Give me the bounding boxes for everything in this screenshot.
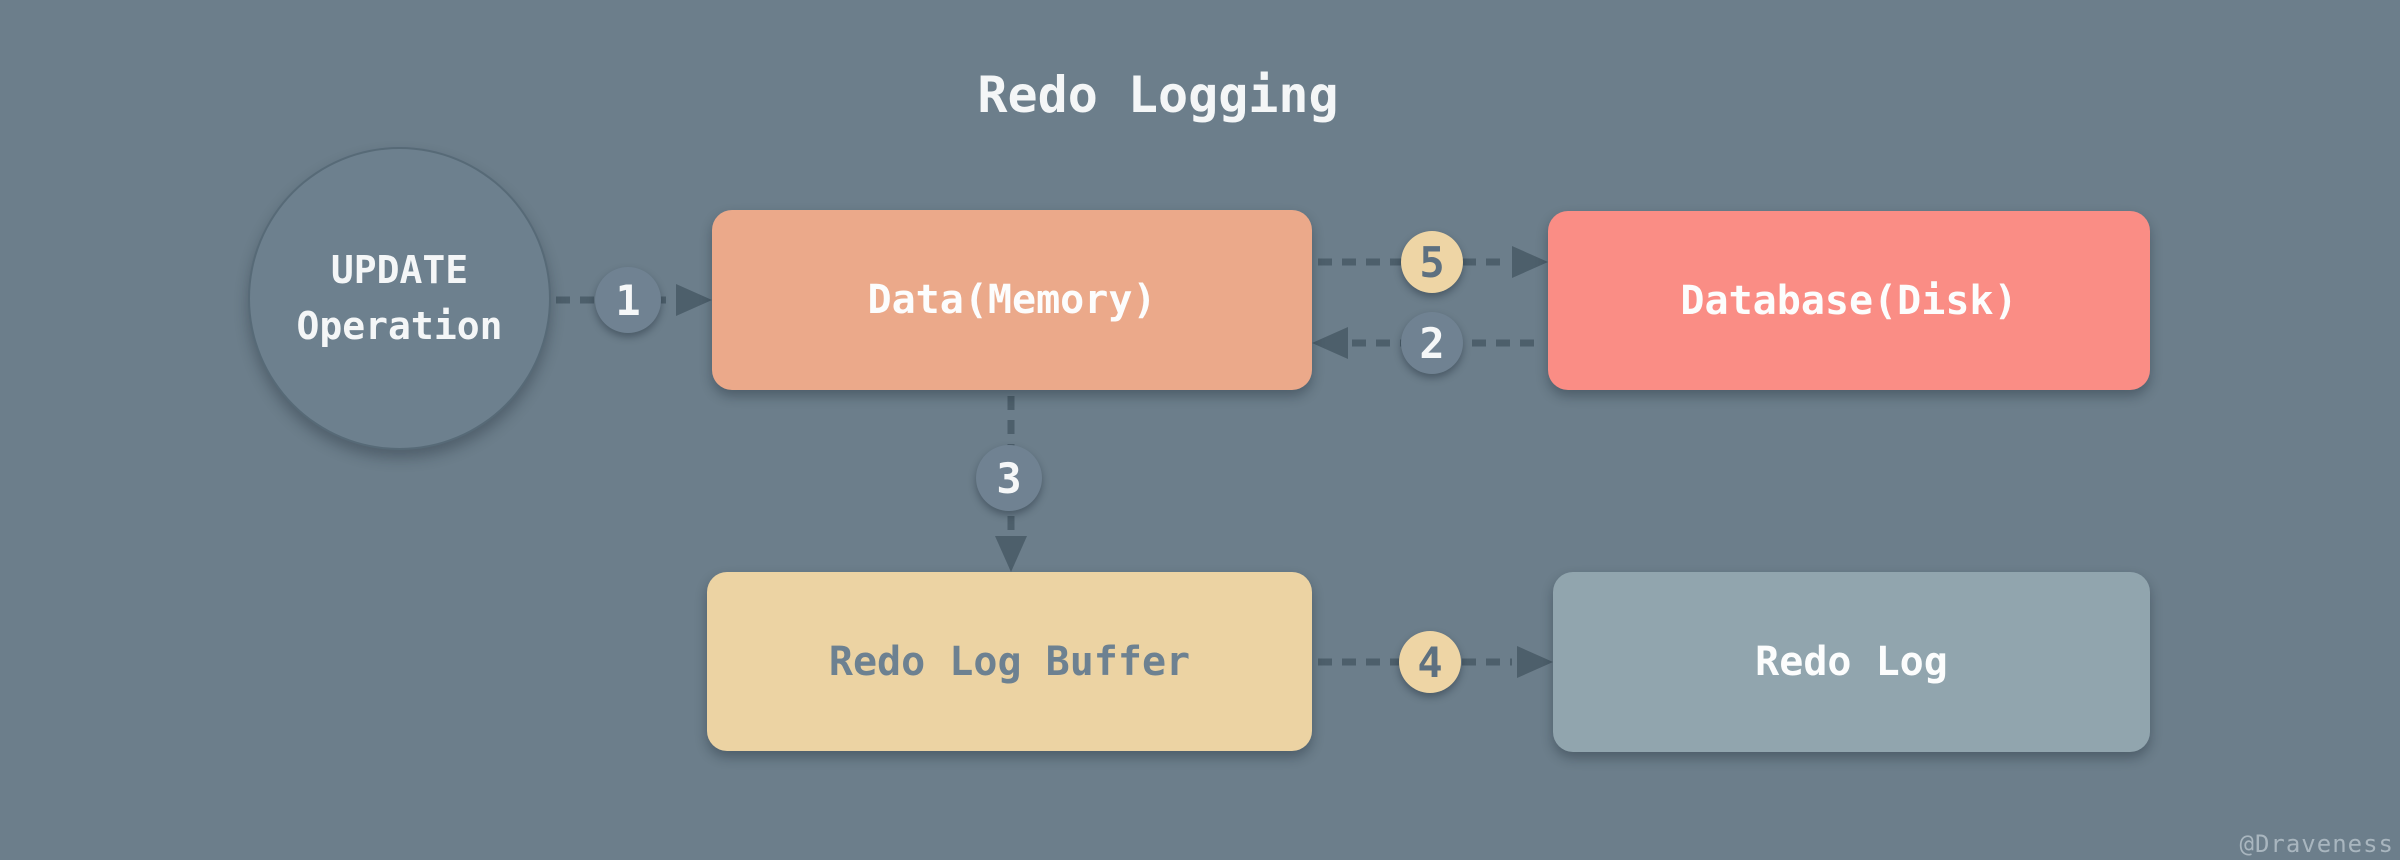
arrowhead-left-icon [1312, 327, 1348, 359]
node-redo-log-buffer: Redo Log Buffer [707, 572, 1312, 751]
step-badge-2: 2 [1401, 312, 1463, 374]
node-data-memory: Data(Memory) [712, 210, 1312, 390]
redo-log-buffer-label: Redo Log Buffer [828, 638, 1191, 685]
redo-log-label: Redo Log [1755, 639, 1948, 685]
diagram-title: Redo Logging [977, 66, 1339, 124]
step-badge-4: 4 [1399, 631, 1461, 693]
step-badge-5: 5 [1401, 231, 1463, 293]
update-operation-label-line1: UPDATE [330, 248, 469, 293]
watermark-credit: @Draveness [2239, 830, 2394, 858]
arrowhead-down-icon [995, 536, 1027, 572]
arrowhead-right-icon [1517, 646, 1553, 678]
update-operation-label-line2: Operation [296, 303, 503, 348]
data-memory-label: Data(Memory) [867, 277, 1157, 323]
arrowhead-right-icon [1512, 246, 1548, 278]
step-badge-3: 3 [976, 445, 1042, 511]
node-update-operation: UPDATE Operation [248, 147, 551, 450]
node-database-disk: Database(Disk) [1548, 211, 2150, 390]
node-redo-log: Redo Log [1553, 572, 2150, 752]
database-disk-label: Database(Disk) [1680, 277, 2018, 324]
arrowhead-right-icon [676, 284, 712, 316]
edge-step5 [1318, 246, 1548, 278]
step-badge-1: 1 [595, 267, 661, 333]
edge-step3 [995, 396, 1027, 572]
